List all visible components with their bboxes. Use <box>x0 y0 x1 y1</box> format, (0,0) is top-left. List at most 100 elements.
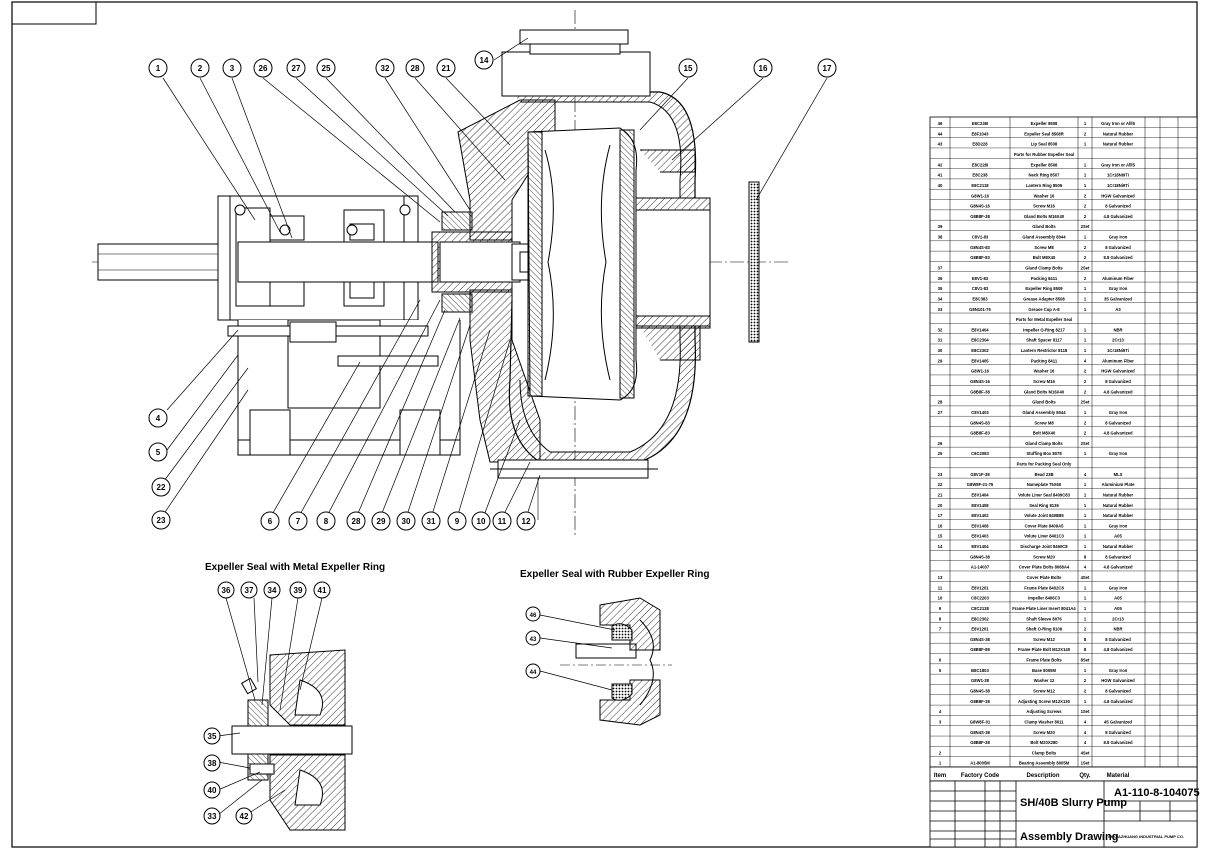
bom-cell: Gland Assembly 8044 <box>1022 235 1066 240</box>
bom-cell: Parts for Rubber Expeller Seal <box>1014 152 1074 157</box>
bom-cell: 13 <box>938 575 943 580</box>
bom-cell: Grease Cup A-8 <box>1028 307 1060 312</box>
bom-cell: 2 <box>1084 689 1087 694</box>
svg-text:43: 43 <box>530 637 537 643</box>
bom-cell: Natural Rubber <box>1103 503 1134 508</box>
bom-cell: 34 <box>938 296 943 301</box>
main-leader-lines <box>160 37 828 519</box>
bom-cell: 44 <box>938 131 943 136</box>
bom-cell: 25 <box>938 451 943 456</box>
drawing-name: SH/40B Slurry Pump <box>1020 797 1127 809</box>
bom-cell: Expeller 8508 <box>1031 121 1058 126</box>
bom-cell: 2 <box>1084 214 1087 219</box>
bom-cell: NBR <box>1113 327 1122 332</box>
bom-cell: C8C2138 <box>971 606 989 611</box>
bom-cell: E8C383 <box>972 296 988 301</box>
drawing-type: Assembly Drawing <box>1020 831 1118 843</box>
bom-cell: 1Cr18Ni9Ti <box>1107 348 1129 353</box>
balloon: 28 <box>405 58 425 78</box>
bom-cell: 17 <box>938 513 943 518</box>
bom-cell: 16 <box>938 523 943 528</box>
bom-cell: Packing 8411 <box>1031 358 1058 363</box>
bom-cell: Natural Rubber <box>1103 142 1134 147</box>
bom-cell: Natural Rubber <box>1103 513 1134 518</box>
bom-cell: E8C2302 <box>971 616 989 621</box>
balloon: 41 <box>313 581 331 599</box>
bom-cell: 1 <box>1084 606 1087 611</box>
bom-cell: 4 <box>939 709 942 714</box>
bom-cell: 42 <box>938 162 943 167</box>
svg-text:36: 36 <box>222 586 231 595</box>
bom-cell: Cover Plate Bolts 8068A4 <box>1019 565 1070 570</box>
bom-cell: Frame Plate Bolt M12X140 <box>1018 647 1071 652</box>
bom-cell: G8N4S-38 <box>970 689 990 694</box>
svg-text:6: 6 <box>268 517 273 526</box>
bom-cell: 27 <box>938 410 943 415</box>
svg-text:38: 38 <box>208 759 217 768</box>
bom-cell: Volute Liner Seal 8409C83 <box>1018 492 1070 497</box>
bom-cell: G8W1-16 <box>971 369 990 374</box>
bom-cell: A05 <box>1114 606 1122 611</box>
bom-cell: 31 <box>938 338 943 343</box>
bom-cell: 8 Galvanized <box>1105 245 1131 250</box>
bom-cell: Seal Ring 8136 <box>1029 503 1059 508</box>
bom-cell: 1 <box>1084 173 1087 178</box>
bom-cell: C8V1403 <box>971 410 989 415</box>
bom-cell: 3 <box>939 719 942 724</box>
bom-cell: 8.8 Galvanized <box>1103 740 1133 745</box>
bom-cell: 2 <box>939 750 942 755</box>
balloon: 28 <box>346 511 366 531</box>
bom-cell: 2 <box>1084 193 1087 198</box>
bom-cell: Cover Plate Bolts <box>1027 575 1062 580</box>
balloon: 44 <box>525 663 541 679</box>
svg-text:4: 4 <box>156 414 161 423</box>
bom-cell: Adjusting Screw M12X130 <box>1018 699 1071 704</box>
svg-text:46: 46 <box>530 613 537 619</box>
bom-cell: 2 <box>1084 245 1087 250</box>
bom-cell: Expeller 8508 <box>1031 162 1058 167</box>
balloon: 43 <box>525 630 541 646</box>
bom-cell: 7 <box>939 627 942 632</box>
svg-text:28: 28 <box>411 64 420 73</box>
bom-cell: 30 <box>938 348 943 353</box>
bom-cell: E8V1403 <box>971 534 989 539</box>
bom-cell: 4 <box>1084 719 1087 724</box>
bom-cell: 1 <box>1084 296 1087 301</box>
bom-cell: 1 <box>1084 348 1087 353</box>
bom-cell: Aluminum Fiber <box>1102 276 1134 281</box>
bom-cell: Impeller O-Ring 8217 <box>1023 327 1065 332</box>
bom-cell: Aluminum Fiber <box>1102 358 1134 363</box>
bom-cell: A3 <box>1115 307 1121 312</box>
balloon: 31 <box>421 511 441 531</box>
bom-cell: Parts for Metal Expeller Seal <box>1016 317 1072 322</box>
svg-text:11: 11 <box>498 517 507 526</box>
bom-cell: MLS <box>1114 472 1123 477</box>
bom-cell: 1 <box>1084 121 1087 126</box>
bom-cell: E8C2302 <box>971 348 989 353</box>
bom-cell: 1 <box>1084 162 1087 167</box>
bom-cell: Screw M16 <box>1033 204 1055 209</box>
bom-cell: Adjusting Screws <box>1026 709 1062 714</box>
main-assembly-view <box>92 10 790 535</box>
bom-cell: Shaft O-Ring 8109 <box>1026 627 1063 632</box>
bom-cell: 35 <box>938 286 943 291</box>
title-block <box>929 780 1198 848</box>
bom-cell: E8V1201 <box>971 585 989 590</box>
company-name: SHIJIAZHUANG INDUSTRIAL PUMP CO. <box>1108 834 1184 839</box>
svg-text:Item: Item <box>934 773 946 779</box>
bom-cell: Bolt M20X280 <box>1030 740 1058 745</box>
balloon: 2 <box>190 58 210 78</box>
bom-cell: G8N4S-16 <box>970 204 990 209</box>
bom-cell: E8C238I <box>972 121 988 126</box>
bom-cell: E8C228I <box>972 162 988 167</box>
bom-cell: E8V1404 <box>971 327 989 332</box>
balloon: 8 <box>316 511 336 531</box>
svg-text:27: 27 <box>292 64 301 73</box>
bom-frame <box>929 116 1198 768</box>
bom-cell: G8N101-75 <box>969 307 991 312</box>
bom-cell: 45 Galvanized <box>1104 719 1132 724</box>
bom-cell: 2 <box>1084 131 1087 136</box>
bom-cell: Gray Iron <box>1109 585 1128 590</box>
bom-cell: 36 <box>938 276 943 281</box>
